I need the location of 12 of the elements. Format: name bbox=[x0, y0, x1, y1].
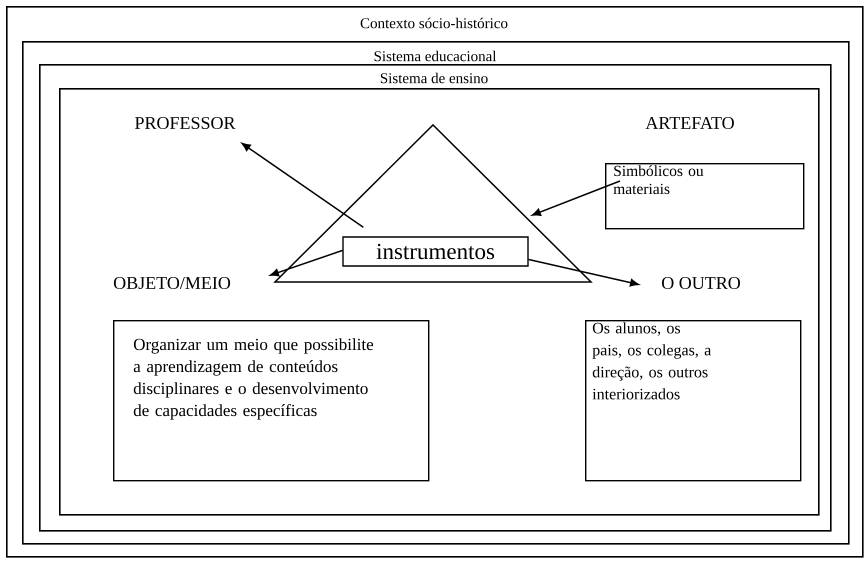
arrow bbox=[528, 258, 639, 287]
arrow bbox=[532, 180, 620, 216]
text-box: Os alunos, os pais, os colegas, a direção, os outros interiorizados bbox=[585, 320, 802, 482]
role-label: ARTEFATO bbox=[646, 116, 734, 130]
role-label: O OUTRO bbox=[662, 276, 740, 290]
text-box: Simbólicos ou materiais bbox=[605, 163, 804, 230]
text-box: instrumentos bbox=[342, 236, 529, 267]
text-box: Organizar um meio que possibilite a aprendizagem de conteúdos disciplinares e o desenvolvimento de capacidades específicas bbox=[113, 320, 430, 482]
role-label: PROFESSOR bbox=[135, 116, 236, 130]
role-label: OBJETO/MEIO bbox=[114, 276, 230, 290]
arrow bbox=[270, 250, 343, 276]
arrow bbox=[242, 142, 364, 228]
